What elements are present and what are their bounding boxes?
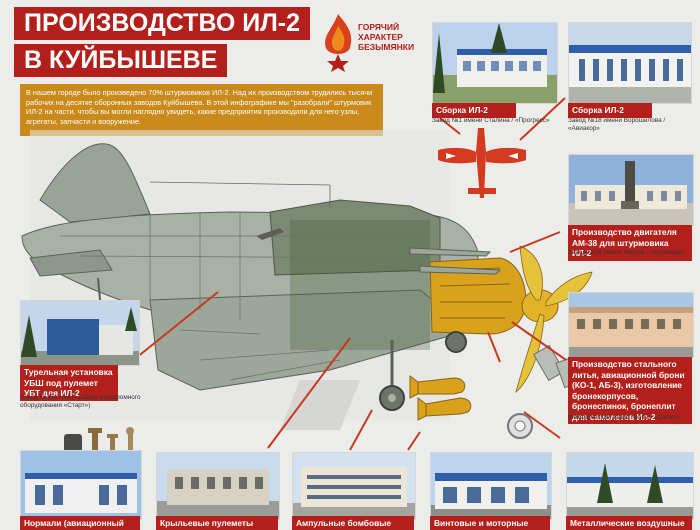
label-bottom-1: Нормали (авиационный: [20, 516, 140, 530]
photo-bottom-5: [566, 452, 694, 520]
logo-text-2: ХАРАКТЕР: [358, 32, 403, 42]
label-turret: Турельная установка УБШ под пулемет УБТ …: [20, 365, 118, 401]
flame-star-icon: [325, 14, 352, 72]
photo-bottom-4: [430, 452, 552, 520]
logo-text-3: БЕЗЫМЯНКИ: [358, 42, 415, 52]
photo-bottom-3: [292, 452, 416, 520]
photo-factory-2: [568, 22, 692, 104]
photo-bottom-2: [156, 452, 280, 520]
caption-armor: Механический завод №207 / «Салют»: [568, 414, 681, 421]
fasteners-icon: [64, 427, 134, 454]
title-line-2: В КУЙБЫШЕВЕ: [14, 44, 228, 77]
photo-armor-factory: [568, 292, 694, 358]
intro-text: В нашем городе было произведено 70% штур…: [20, 84, 383, 136]
project-logo: ГОРЯЧИЙ ХАРАКТЕР БЕЗЫМЯНКИ: [318, 12, 438, 74]
photo-bottom-1: [20, 450, 142, 520]
label-bottom-2: Крыльевые пулеметы «ШКАС»: [156, 516, 278, 530]
label-engine: Производство двигателя АМ-38 для штурмов…: [568, 225, 692, 261]
label-assembly-2: Сборка ИЛ-2: [568, 103, 652, 118]
photo-turret-factory: [20, 300, 140, 366]
label-bottom-5: Металлические воздушные: [566, 516, 692, 530]
label-assembly-1: Сборка ИЛ-2: [432, 103, 516, 118]
photo-engine-factory: [568, 154, 694, 226]
small-plane-icon: [438, 128, 526, 198]
photo-factory-1: [432, 22, 558, 104]
label-bottom-4: Винтовые и моторные: [430, 516, 550, 530]
caption-assembly-2: Завод №18 имени Ворошилова / «Авиакор»: [568, 117, 666, 132]
caption-engine: Завод №24 имени Фрунзе / «Кузнецов»: [568, 249, 686, 256]
label-armor: Производство стального литья, авиационно…: [568, 357, 692, 424]
caption-turret: Завод №454 НКАП (завод аэродромного обор…: [20, 394, 141, 409]
title-line-1: ПРОИЗВОДСТВО ИЛ-2: [14, 7, 311, 40]
label-bottom-3: Ампульные бомбовые кассеты: [292, 516, 414, 530]
caption-assembly-1: Завод №1 имени Сталина / «Прогресс»: [432, 117, 550, 124]
logo-text-1: ГОРЯЧИЙ: [358, 22, 400, 32]
